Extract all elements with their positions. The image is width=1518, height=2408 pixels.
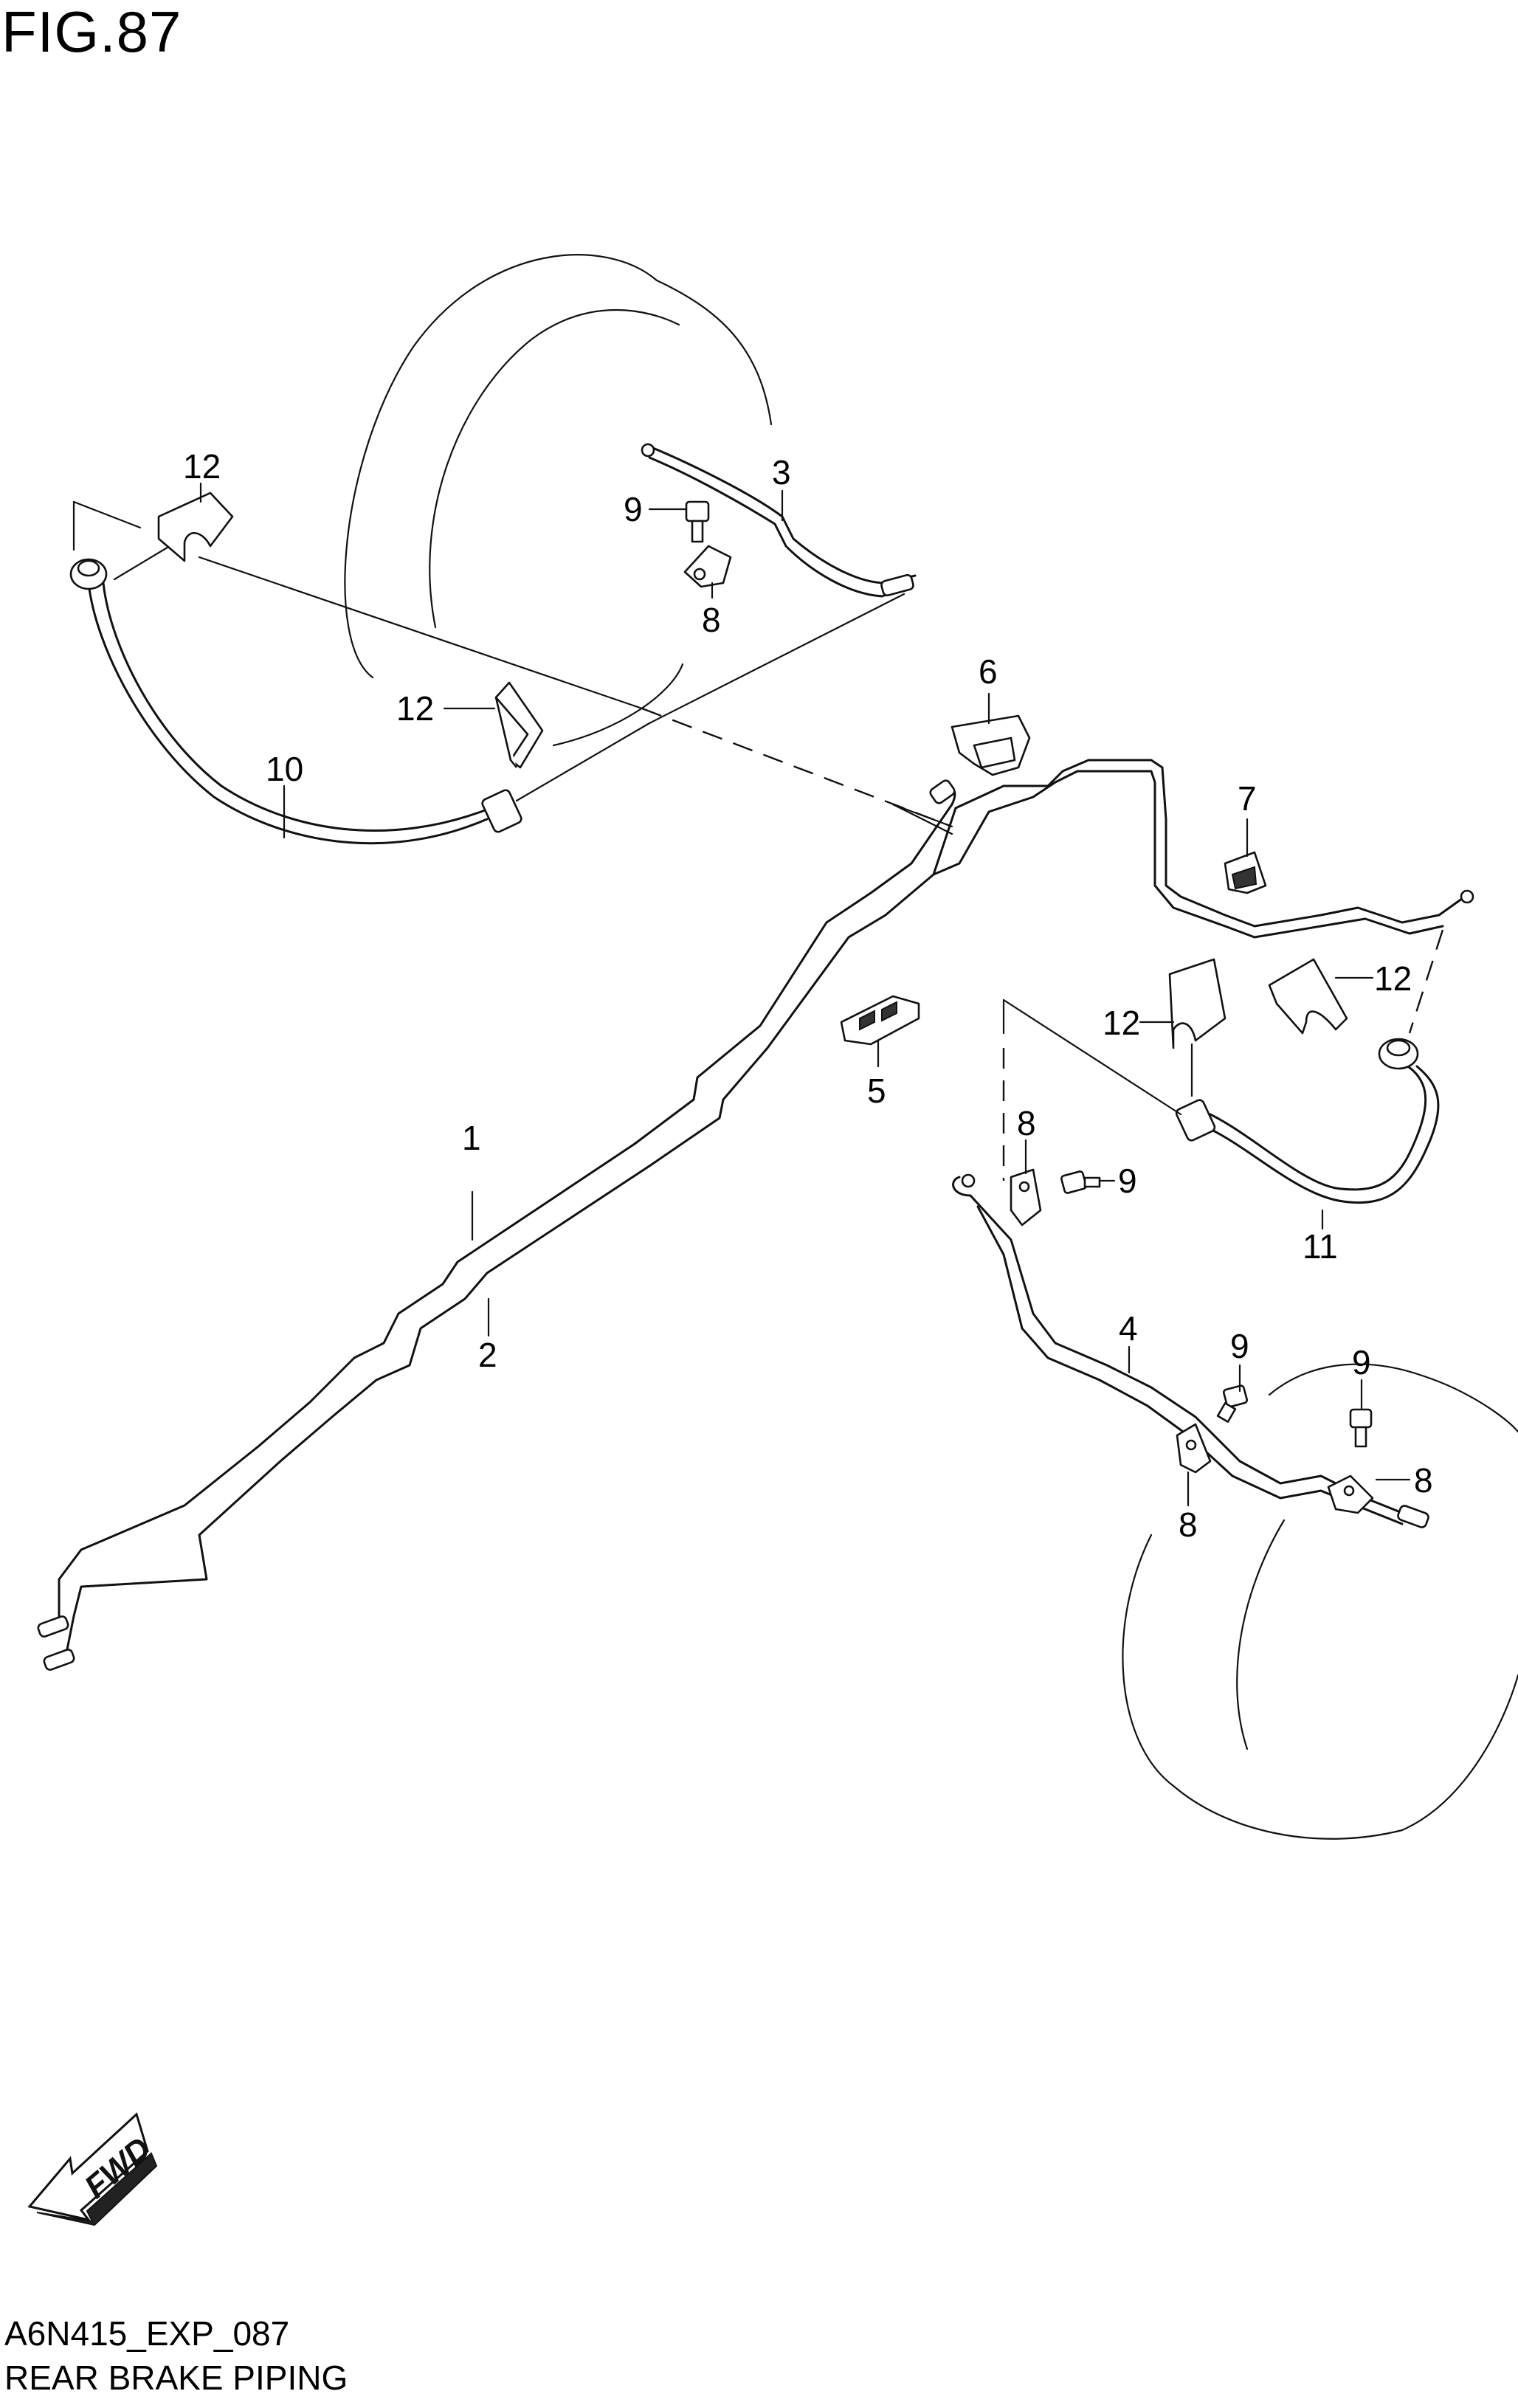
callout-8-right-low: 8 [1414, 1461, 1433, 1500]
brake-pipe-3 [641, 443, 917, 598]
callout-8-top: 8 [702, 601, 721, 639]
callout-3: 3 [772, 453, 791, 491]
callout-8-right-mid: 8 [1179, 1505, 1198, 1544]
callout-1: 1 [462, 1119, 481, 1157]
clamp-6 [951, 714, 1031, 776]
callout-11: 11 [1303, 1227, 1338, 1266]
callout-8-right-top: 8 [1017, 1104, 1036, 1142]
callout-12-right-a: 12 [1103, 1004, 1140, 1042]
brake-pipe-4 [952, 1173, 1429, 1528]
brake-pipe-2 [54, 807, 957, 1662]
callout-labels: 12 3 9 8 6 12 10 7 12 12 5 8 9 11 1 2 4 … [183, 447, 1433, 1544]
forward-direction-arrow: FWD [27, 2112, 158, 2226]
figure-caption: REAR BRAKE PIPING [4, 2359, 348, 2397]
bracket-8-right-top [1010, 1168, 1042, 1227]
callout-6: 6 [979, 652, 998, 691]
callout-9-top: 9 [624, 490, 643, 528]
clamp-7 [1224, 851, 1267, 894]
brake-hose-10 [69, 558, 522, 845]
alignment-lines [72, 500, 1444, 1181]
callout-12-mid-left: 12 [396, 689, 434, 728]
callout-leaders [199, 482, 1411, 1507]
bolt-9-right-c [1349, 1408, 1373, 1448]
right-wheel-outline [1122, 1363, 1518, 1840]
callout-9-right-a: 9 [1118, 1162, 1137, 1200]
bracket-8-right-low [1327, 1474, 1374, 1514]
brake-pipe-1 [39, 787, 956, 1629]
callout-9-right-c: 9 [1352, 1343, 1371, 1381]
callout-12-top-left: 12 [183, 447, 221, 486]
bracket-8-right-mid [1176, 1423, 1212, 1474]
bolt-9-top [685, 500, 710, 543]
figure-title: FIG.87 [1, 0, 182, 64]
clip-12-mid-left [494, 681, 544, 769]
brake-hose-11 [1175, 1038, 1440, 1204]
bracket-8-top [683, 545, 732, 588]
clip-12-right-a [1168, 958, 1227, 1049]
clip-12-top-left [157, 491, 234, 562]
callout-9-right-b: 9 [1230, 1327, 1249, 1365]
callout-7: 7 [1238, 779, 1257, 818]
callout-4: 4 [1119, 1309, 1138, 1348]
bolt-9-right-a [1060, 1170, 1101, 1194]
clamp-5 [840, 995, 920, 1046]
bolt-9-right-b [1216, 1384, 1249, 1423]
callout-2: 2 [478, 1336, 497, 1374]
pipe-end-fittings-left [37, 1615, 75, 1671]
callout-10: 10 [266, 750, 303, 788]
clip-12-right-b [1268, 958, 1348, 1035]
callout-5: 5 [867, 1072, 886, 1110]
callout-12-right-b: 12 [1374, 959, 1412, 998]
brake-pipe-upper-right [929, 759, 1474, 939]
left-wheel-outline [344, 254, 773, 747]
drawing-code: A6N415_EXP_087 [4, 2314, 290, 2353]
